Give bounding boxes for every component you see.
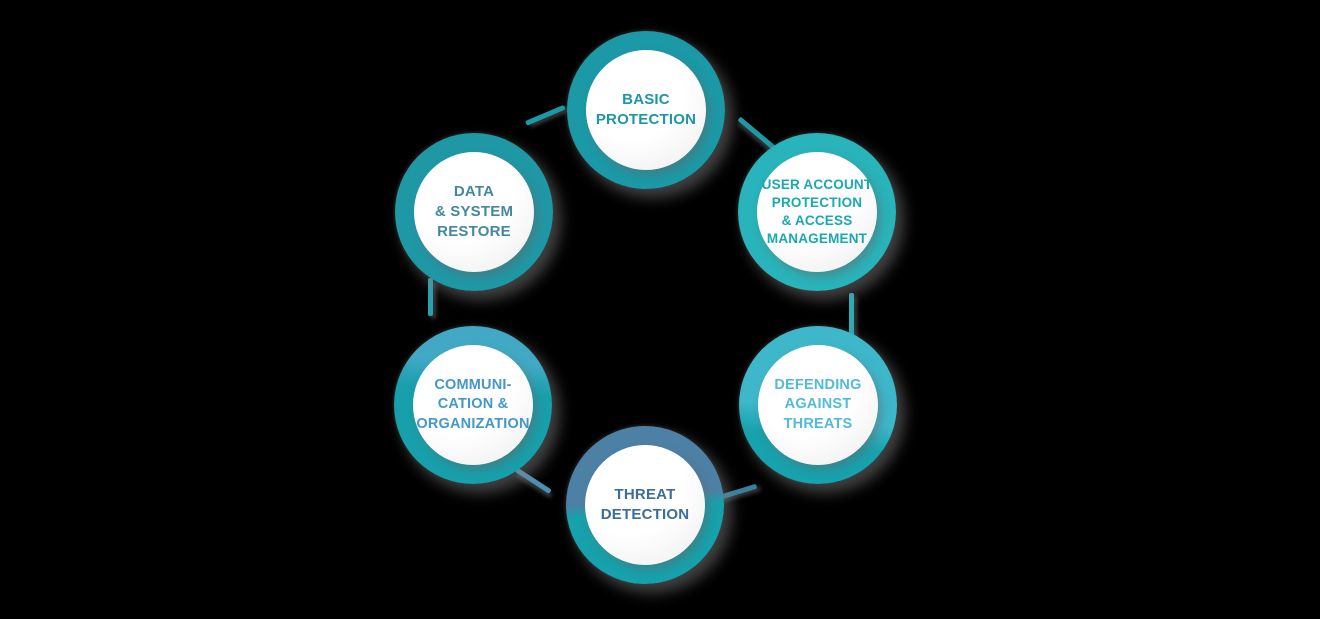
node-inner-circle: COMMUNI- CATION & ORGANIZATION <box>413 345 533 465</box>
connector-user-to-defending <box>849 293 854 337</box>
node-inner-circle: DATA & SYSTEM RESTORE <box>414 152 534 272</box>
node-defending-against-threats: DEFENDING AGAINST THREATS <box>739 326 897 484</box>
node-label-data-system-restore: DATA & SYSTEM RESTORE <box>434 183 514 240</box>
node-threat-detection: THREAT DETECTION <box>566 426 724 584</box>
connector-data-to-basic <box>525 104 566 126</box>
node-user-account-protection: USER ACCOUNT PROTECTION & ACCESS MANAGEM… <box>738 133 896 291</box>
node-data-system-restore: DATA & SYSTEM RESTORE <box>395 133 553 291</box>
node-communication-organization: COMMUNI- CATION & ORGANIZATION <box>394 326 552 484</box>
connector-threat-to-communication <box>514 467 552 494</box>
node-basic-protection: BASIC PROTECTION <box>567 31 725 189</box>
connector-communication-to-data <box>428 278 433 316</box>
node-inner-circle: DEFENDING AGAINST THREATS <box>758 345 878 465</box>
node-label-threat-detection: THREAT DETECTION <box>600 486 690 523</box>
node-label-basic-protection: BASIC PROTECTION <box>595 91 697 128</box>
node-inner-circle: THREAT DETECTION <box>585 445 705 565</box>
node-inner-circle: BASIC PROTECTION <box>586 50 706 170</box>
node-label-defending-against-threats: DEFENDING AGAINST THREATS <box>774 377 862 432</box>
node-label-user-account-protection: USER ACCOUNT PROTECTION & ACCESS MANAGEM… <box>761 177 873 246</box>
connector-basic-to-user <box>737 116 776 150</box>
node-inner-circle: USER ACCOUNT PROTECTION & ACCESS MANAGEM… <box>757 152 877 272</box>
node-label-communication-organization: COMMUNI- CATION & ORGANIZATION <box>416 377 530 432</box>
